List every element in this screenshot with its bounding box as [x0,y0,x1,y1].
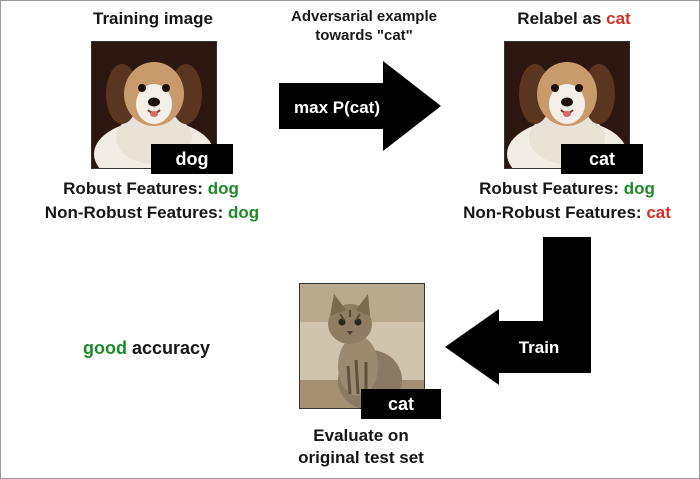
adversarial-caption: Adversarial example towards "cat" [269,7,459,45]
train-arrow-label: Train [519,338,560,357]
train-arrow: Train [445,237,591,385]
relabel-title: Relabel as cat [479,9,669,29]
training-robust-features: Robust Features: dog [41,178,261,200]
relabel-robust-features: Robust Features: dog [457,178,677,200]
relabel-nonrobust-features: Non-Robust Features: cat [439,202,695,224]
robust-features-value: dog [623,179,655,198]
nonrobust-features-value: dog [228,203,260,222]
result-text: accuracy [126,338,211,358]
training-nonrobust-features: Non-Robust Features: dog [21,202,283,224]
relabel-title-text: Relabel as [517,9,607,28]
robust-features-label: Robust Features: [63,179,208,198]
evaluation-caption: Evaluate on original test set [261,425,461,469]
training-image-title: Training image [93,9,213,28]
adversarial-caption-line1: Adversarial example [291,8,437,25]
evaluation-caption-line1: Evaluate on [313,426,409,445]
nonrobust-features-value: cat [646,203,671,222]
adversarial-caption-line2: towards "cat" [315,27,413,44]
nonrobust-features-label: Non-Robust Features: [44,203,229,222]
training-class-label: dog [151,144,233,174]
nonrobust-features-label: Non-Robust Features: [463,203,647,222]
test-class-label: cat [361,389,441,419]
robust-features-label: Robust Features: [479,179,624,198]
evaluation-caption-line2: original test set [298,448,424,467]
relabel-title-value: cat [606,9,631,28]
relabel-class-label: cat [561,144,643,174]
result-accuracy: good accuracy [83,337,210,359]
robust-features-value: dog [207,179,239,198]
adversarial-arrow-label: max P(cat) [294,98,380,117]
result-highlight: good [83,338,127,358]
adversarial-arrow: max P(cat) [279,61,441,151]
